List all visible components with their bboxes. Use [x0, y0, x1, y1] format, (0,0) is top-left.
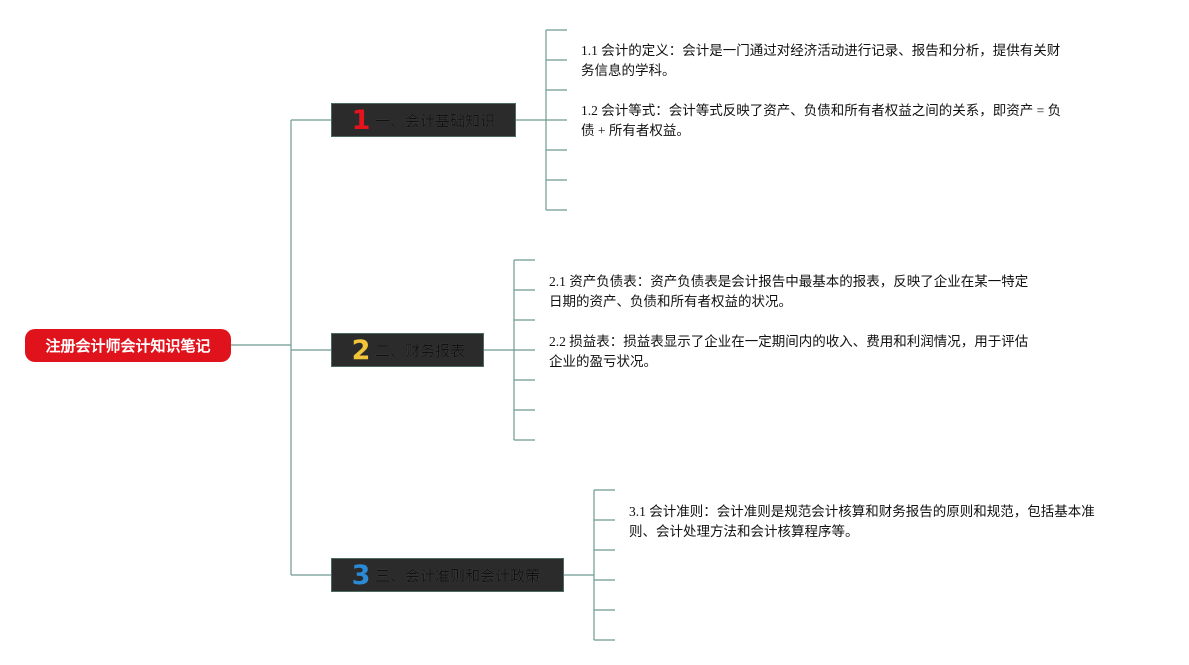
leaf-text-line: 3.1 会计准则：会计准则是规范会计核算和财务报告的原则和规范，包括基本准 — [629, 504, 1095, 519]
leaf-text-line: 1.1 会计的定义：会计是一门通过对经济活动进行记录、报告和分析，提供有关财 — [581, 43, 1061, 58]
leaf-text-line: 2.1 资产负债表：资产负债表是会计报告中最基本的报表，反映了企业在某一特定 — [549, 274, 1029, 289]
leaf-text-line: 日期的资产、负债和所有者权益的状况。 — [549, 294, 792, 309]
leaf-text-line: 2.2 损益表：损益表显示了企业在一定期间内的收入、费用和利润情况，用于评估 — [549, 334, 1029, 349]
leaf-node-balance-sheet[interactable]: 2.1 资产负债表：资产负债表是会计报告中最基本的报表，反映了企业在某一特定 日… — [549, 272, 1028, 312]
branch-label: 二、财务报表 — [375, 341, 466, 360]
branch-number-1: 1 — [351, 104, 371, 136]
leaf-node-definition[interactable]: 1.1 会计的定义：会计是一门通过对经济活动进行记录、报告和分析，提供有关财 务… — [581, 41, 1060, 81]
root-label: 注册会计师会计知识笔记 — [45, 337, 211, 355]
leaf-text-line: 务信息的学科。 — [581, 63, 676, 78]
branch-number-2: 2 — [351, 334, 371, 366]
leaf-node-accounting-equation[interactable]: 1.2 会计等式：会计等式反映了资产、负债和所有者权益之间的关系，即资产 = 负… — [581, 101, 1061, 141]
branch-node-financial-statements[interactable]: 2 二、财务报表 — [331, 333, 484, 367]
branch-label: 一、会计基础知识 — [375, 111, 496, 130]
leaf-node-accounting-standards[interactable]: 3.1 会计准则：会计准则是规范会计核算和财务报告的原则和规范，包括基本准 则、… — [629, 502, 1095, 542]
leaf-node-income-statement[interactable]: 2.2 损益表：损益表显示了企业在一定期间内的收入、费用和利润情况，用于评估 企… — [549, 332, 1028, 372]
leaf-text-line: 债 + 所有者权益。 — [581, 123, 690, 138]
leaf-text-line: 企业的盈亏状况。 — [549, 354, 657, 369]
leaf-text-line: 1.2 会计等式：会计等式反映了资产、负债和所有者权益之间的关系，即资产 = 负 — [581, 103, 1062, 118]
branch-label: 三、会计准则和会计政策 — [375, 566, 541, 585]
branch-node-accounting-basics[interactable]: 1 一、会计基础知识 — [331, 103, 516, 137]
branch-node-accounting-standards[interactable]: 3 三、会计准则和会计政策 — [331, 558, 564, 592]
leaf-text-line: 则、会计处理方法和会计核算程序等。 — [629, 524, 859, 539]
branch-number-3: 3 — [351, 559, 371, 591]
root-node[interactable]: 注册会计师会计知识笔记 — [25, 329, 231, 362]
